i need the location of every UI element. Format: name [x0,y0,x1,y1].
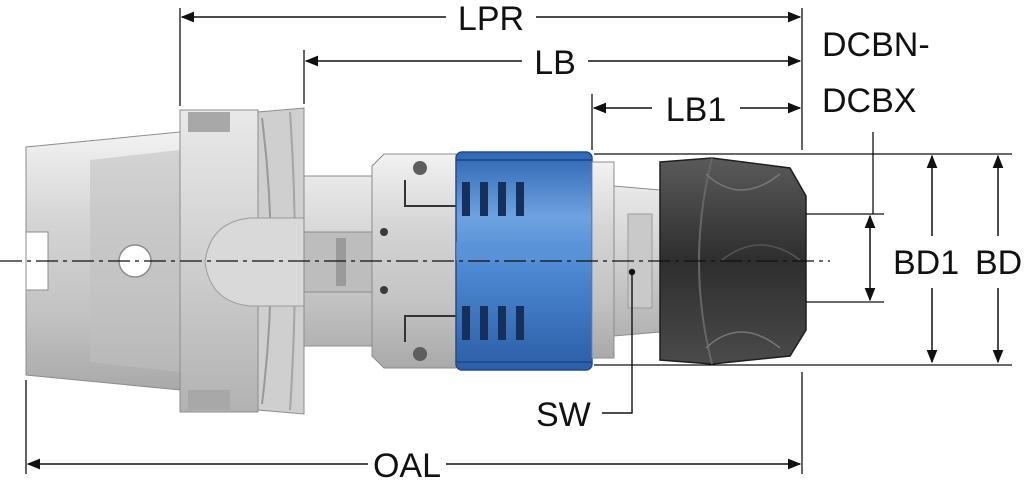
label-lpr: LPR [458,0,524,38]
label-oal: OAL [373,447,441,482]
collet-shank [591,161,615,359]
label-sw: SW [536,396,591,434]
label-bd: BD [975,244,1022,282]
label-lb1: LB1 [666,91,727,129]
dimension-lines [26,11,1004,470]
sw-leader [602,268,636,414]
extension-lines [25,8,1012,474]
sleeve-slots-bottom [462,306,524,340]
label-lb: LB [534,44,576,82]
label-dcbn: DCBN- [822,26,930,64]
label-bd1: BD1 [893,244,959,282]
tool-holder-body [25,107,807,415]
sleeve-slots-top [462,182,524,216]
label-dcbx: DCBX [822,82,916,120]
